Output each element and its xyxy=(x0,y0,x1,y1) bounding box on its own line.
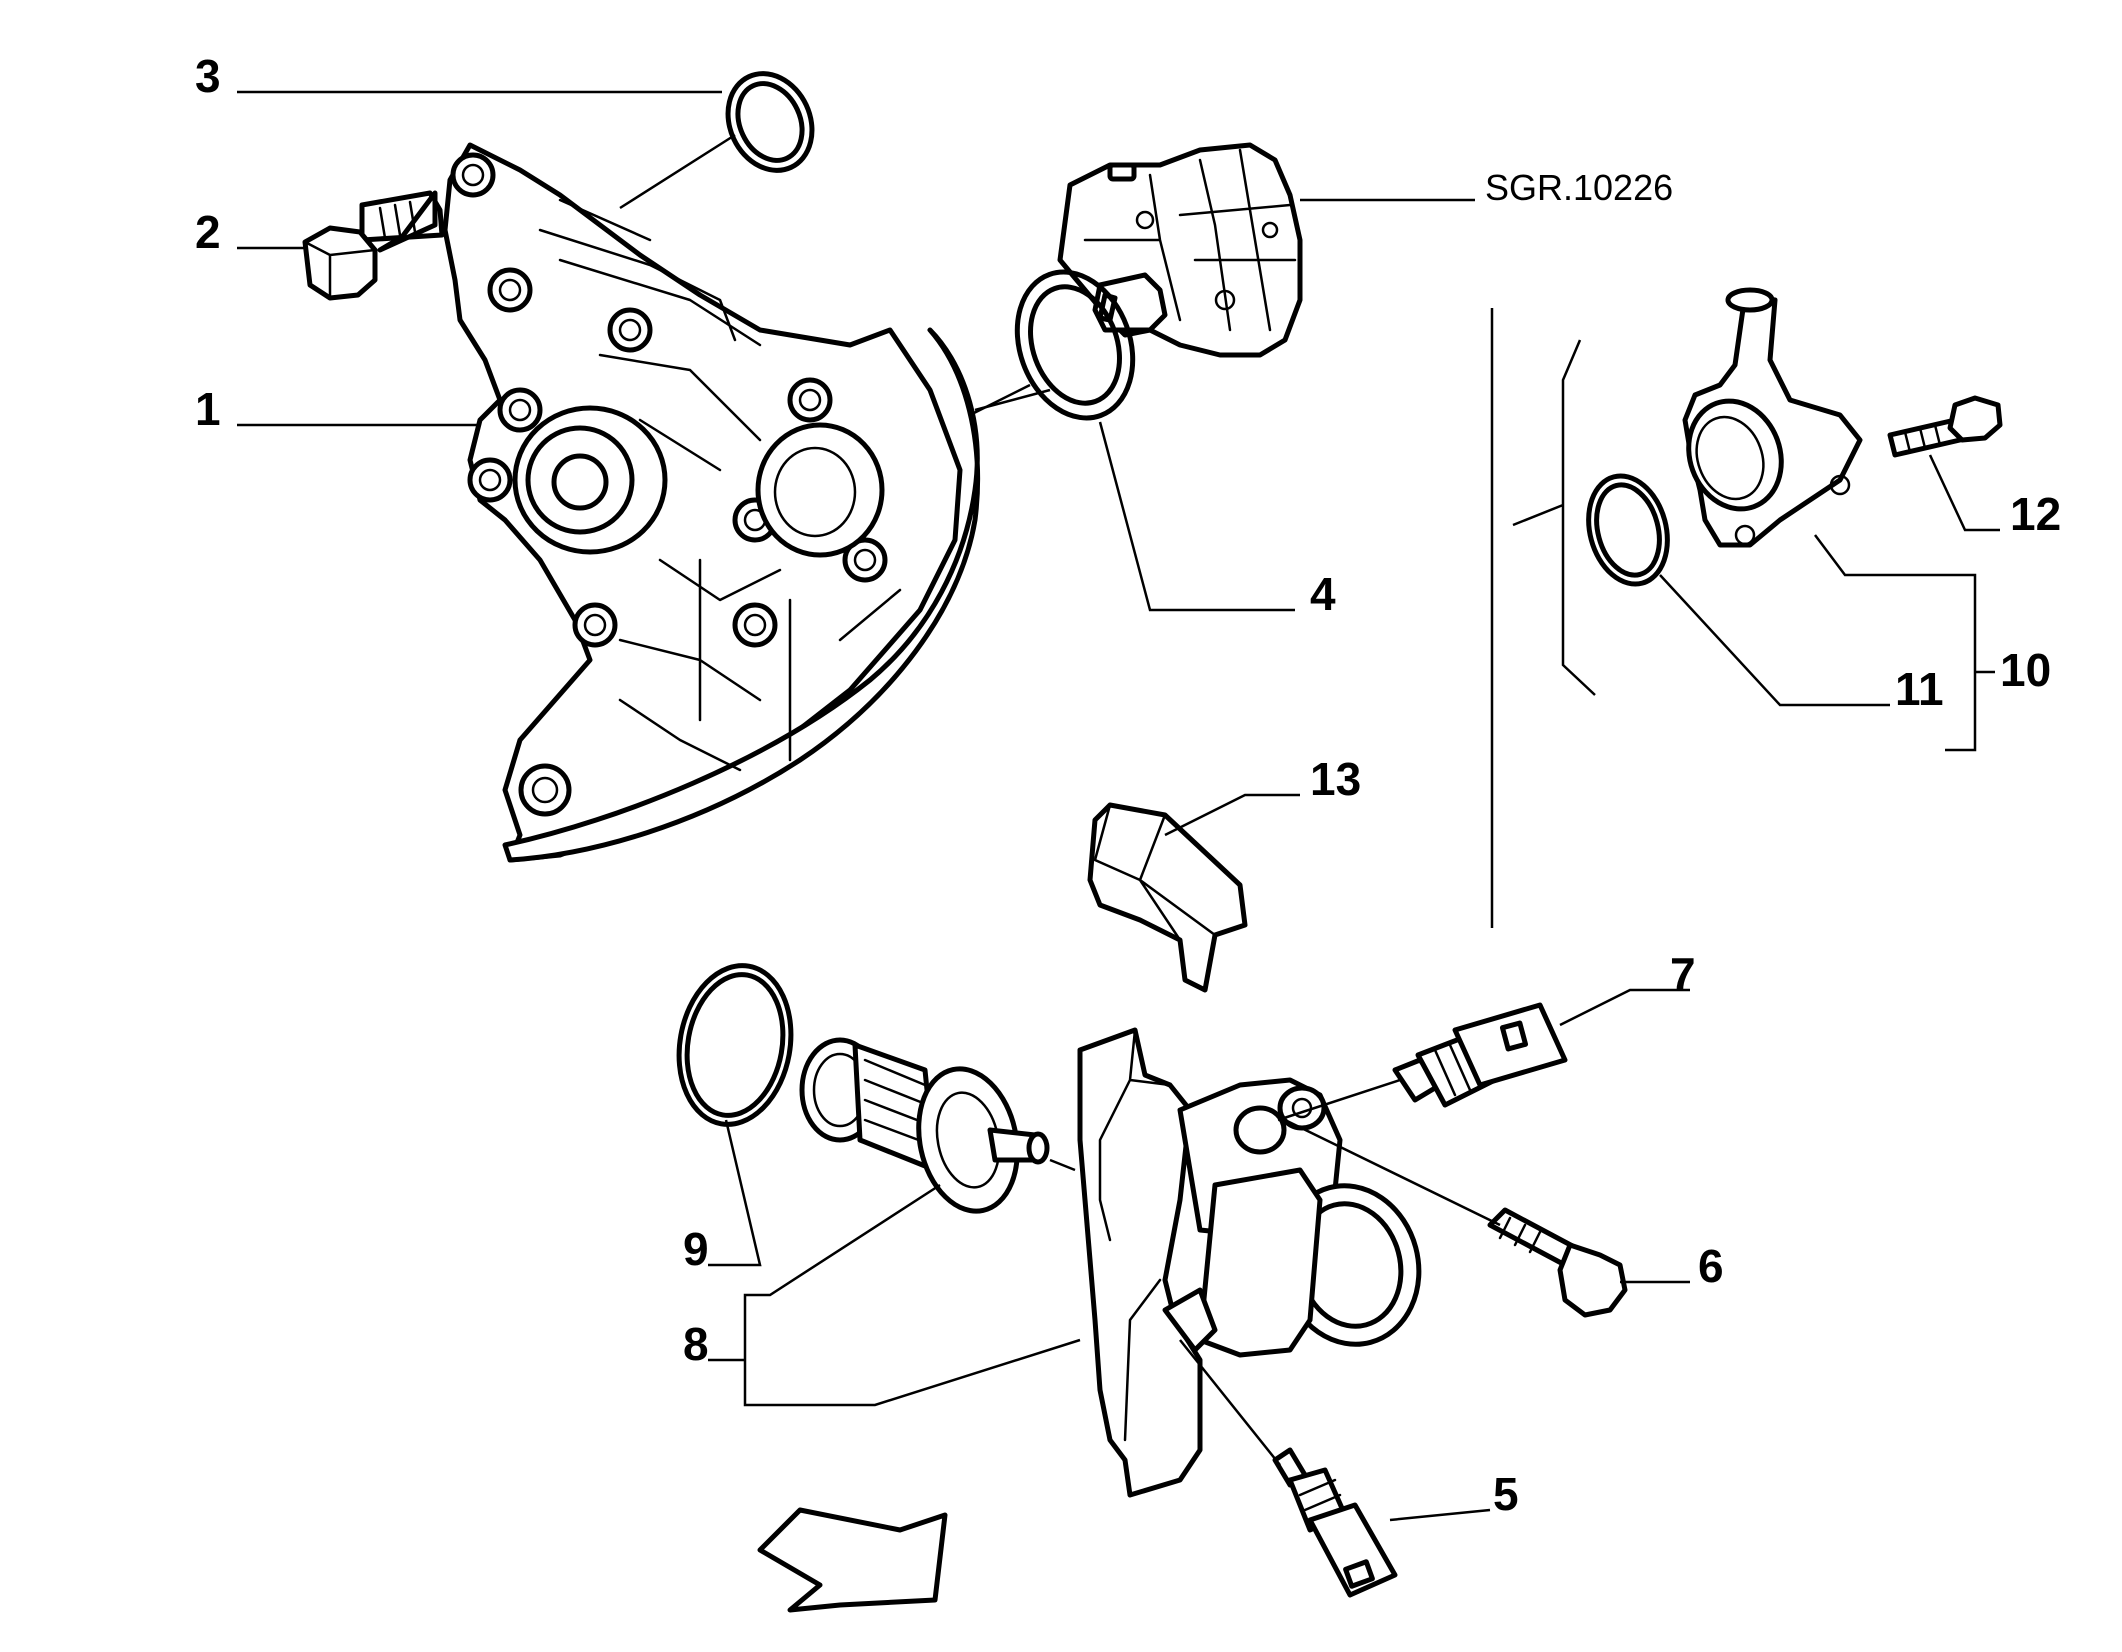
part-7-sensor xyxy=(1392,1002,1568,1108)
part-1-housing xyxy=(442,142,981,863)
part-13-bracket xyxy=(1087,802,1248,993)
part-6-bolt xyxy=(1487,1207,1628,1318)
part-11-o-ring xyxy=(1586,473,1670,587)
front-direction-arrow-icon xyxy=(757,1507,948,1613)
callout-2: 2 xyxy=(195,206,221,258)
callout-13: 13 xyxy=(1310,753,1361,805)
part-8-thermostat xyxy=(799,1037,1050,1214)
reference-code: SGR.10226 xyxy=(1485,167,1673,208)
callout-9: 9 xyxy=(683,1223,709,1275)
part-12-bolt xyxy=(1887,395,2003,458)
callout-12: 12 xyxy=(2010,488,2061,540)
callout-7: 7 xyxy=(1670,948,1696,1000)
part-3-o-ring xyxy=(725,71,815,173)
callout-labels: 3 2 1 SGR.10226 4 13 12 10 11 7 6 9 8 5 xyxy=(195,50,2061,1520)
callout-8: 8 xyxy=(683,1318,709,1370)
part-9-o-ring xyxy=(676,963,794,1127)
part-10-outlet-housing xyxy=(1682,287,1863,548)
callout-6: 6 xyxy=(1698,1240,1724,1292)
callout-4: 4 xyxy=(1310,568,1336,620)
callout-10: 10 xyxy=(2000,644,2051,696)
callout-5: 5 xyxy=(1493,1468,1519,1520)
callout-1: 1 xyxy=(195,383,221,435)
part-5-sensor xyxy=(1272,1447,1398,1598)
part-4-gasket xyxy=(1014,269,1136,421)
high-pressure-pump xyxy=(1057,142,1303,358)
part-8-thermostat-housing xyxy=(1077,1027,1422,1498)
callout-11: 11 xyxy=(1895,663,1944,715)
part-2-bolt xyxy=(302,190,445,301)
leader-lines xyxy=(237,90,2000,1522)
callout-3: 3 xyxy=(195,50,221,102)
